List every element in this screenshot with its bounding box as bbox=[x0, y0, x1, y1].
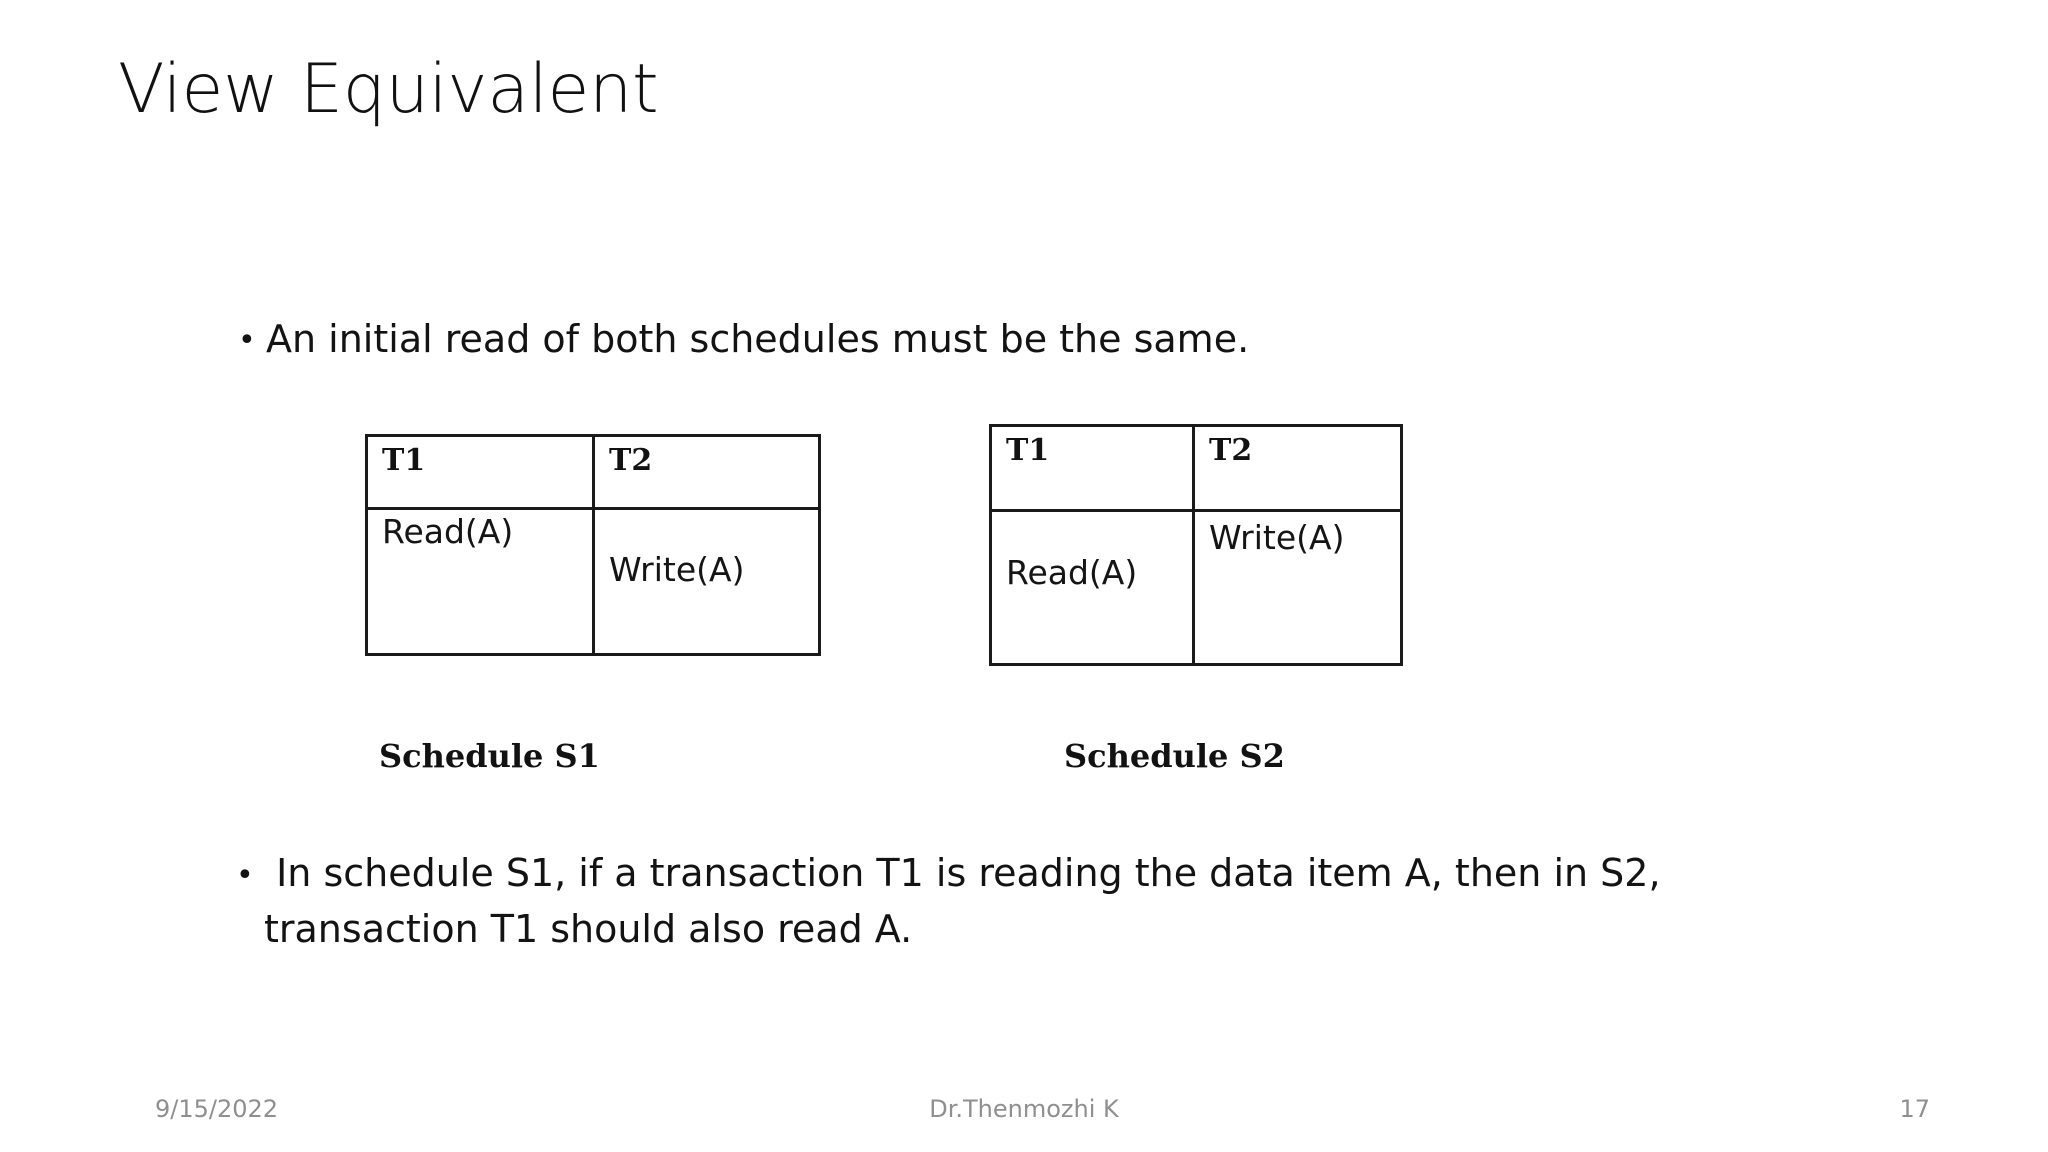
column-header-label: T1 bbox=[382, 443, 426, 478]
table-row: Read(A) Write(A) bbox=[368, 510, 818, 653]
footer-date: 9/15/2022 bbox=[155, 1095, 279, 1123]
column-header-label: T2 bbox=[1209, 433, 1253, 468]
schedule-s1-caption: Schedule S1 bbox=[379, 737, 600, 775]
bullet-text-2: In schedule S1, if a transaction T1 is r… bbox=[264, 851, 1673, 951]
operation-label-read: Read(A) bbox=[382, 512, 514, 551]
footer-author: Dr.Thenmozhi K bbox=[929, 1095, 1119, 1123]
schedule-s1-table: T1 T2 Read(A) Write(A) bbox=[365, 434, 821, 656]
bullet-marker-icon: • bbox=[236, 858, 254, 893]
table-header-row: T1 T2 bbox=[992, 427, 1400, 512]
bullet-item-1: • An initial read of both schedules must… bbox=[238, 312, 1638, 366]
column-header-label: T2 bbox=[609, 443, 653, 478]
operation-label-write: Write(A) bbox=[1209, 518, 1345, 557]
header-cell-t2: T2 bbox=[1192, 427, 1400, 509]
schedule-s2-caption: Schedule S2 bbox=[1064, 737, 1285, 775]
header-cell-t1: T1 bbox=[368, 437, 592, 507]
header-cell-t1: T1 bbox=[992, 427, 1192, 509]
footer-page-number: 17 bbox=[1899, 1095, 1930, 1123]
column-header-label: T1 bbox=[1006, 433, 1050, 468]
bullet-marker-icon: • bbox=[238, 323, 256, 358]
bullet-item-2: • In schedule S1, if a transaction T1 is… bbox=[236, 845, 1856, 957]
operation-label-write: Write(A) bbox=[609, 550, 745, 589]
slide-footer: 9/15/2022 Dr.Thenmozhi K 17 bbox=[0, 1092, 2048, 1132]
header-cell-t2: T2 bbox=[592, 437, 818, 507]
operation-label-read: Read(A) bbox=[1006, 553, 1138, 592]
cell-t1-operation: Read(A) bbox=[368, 510, 592, 653]
page-title: View Equivalent bbox=[118, 50, 659, 129]
bullet-text-1: An initial read of both schedules must b… bbox=[266, 317, 1250, 361]
cell-t2-operation: Write(A) bbox=[1192, 512, 1400, 663]
table-header-row: T1 T2 bbox=[368, 437, 818, 510]
cell-t1-operation: Read(A) bbox=[992, 512, 1192, 663]
schedule-s2-table: T1 T2 Read(A) Write(A) bbox=[989, 424, 1403, 666]
cell-t2-operation: Write(A) bbox=[592, 510, 818, 653]
table-row: Read(A) Write(A) bbox=[992, 512, 1400, 663]
